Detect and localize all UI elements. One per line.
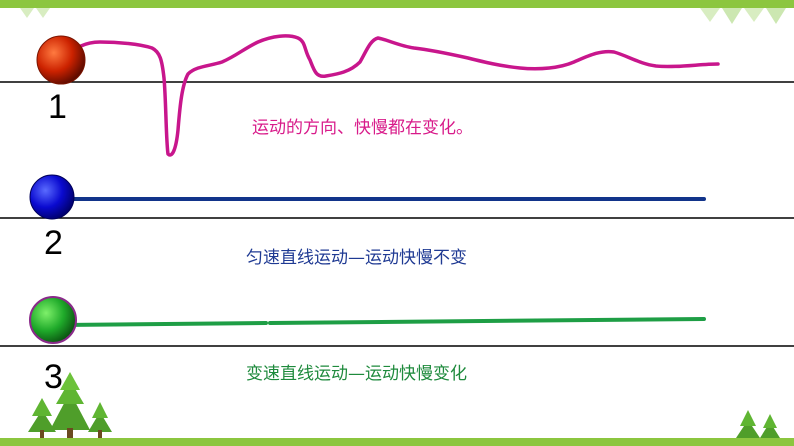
varying-path-line-left: [60, 321, 268, 327]
curved-path-line: [60, 34, 720, 157]
varying-path-line-right: [268, 317, 706, 325]
green-ball-icon: [29, 296, 77, 344]
pine-tree-icon: [760, 414, 780, 438]
caption-3: 变速直线运动—运动快慢变化: [246, 364, 467, 384]
row-number-3: 3: [44, 358, 63, 396]
red-ball-icon: [36, 35, 86, 85]
top-left-decoration: [20, 8, 50, 18]
blue-ball-icon: [29, 174, 75, 220]
pine-tree-icon: [50, 372, 90, 438]
caption-1: 运动的方向、快慢都在变化。: [252, 118, 473, 138]
pine-tree-icon: [88, 402, 112, 438]
caption-2: 匀速直线运动—运动快慢不变: [246, 248, 467, 268]
top-green-border: [0, 0, 794, 8]
pine-tree-icon: [28, 398, 56, 438]
row-number-2: 2: [44, 224, 63, 262]
top-right-decoration: [700, 8, 786, 24]
pine-tree-icon: [736, 410, 760, 438]
row-number-1: 1: [48, 88, 67, 126]
bottom-green-border: [0, 438, 794, 446]
